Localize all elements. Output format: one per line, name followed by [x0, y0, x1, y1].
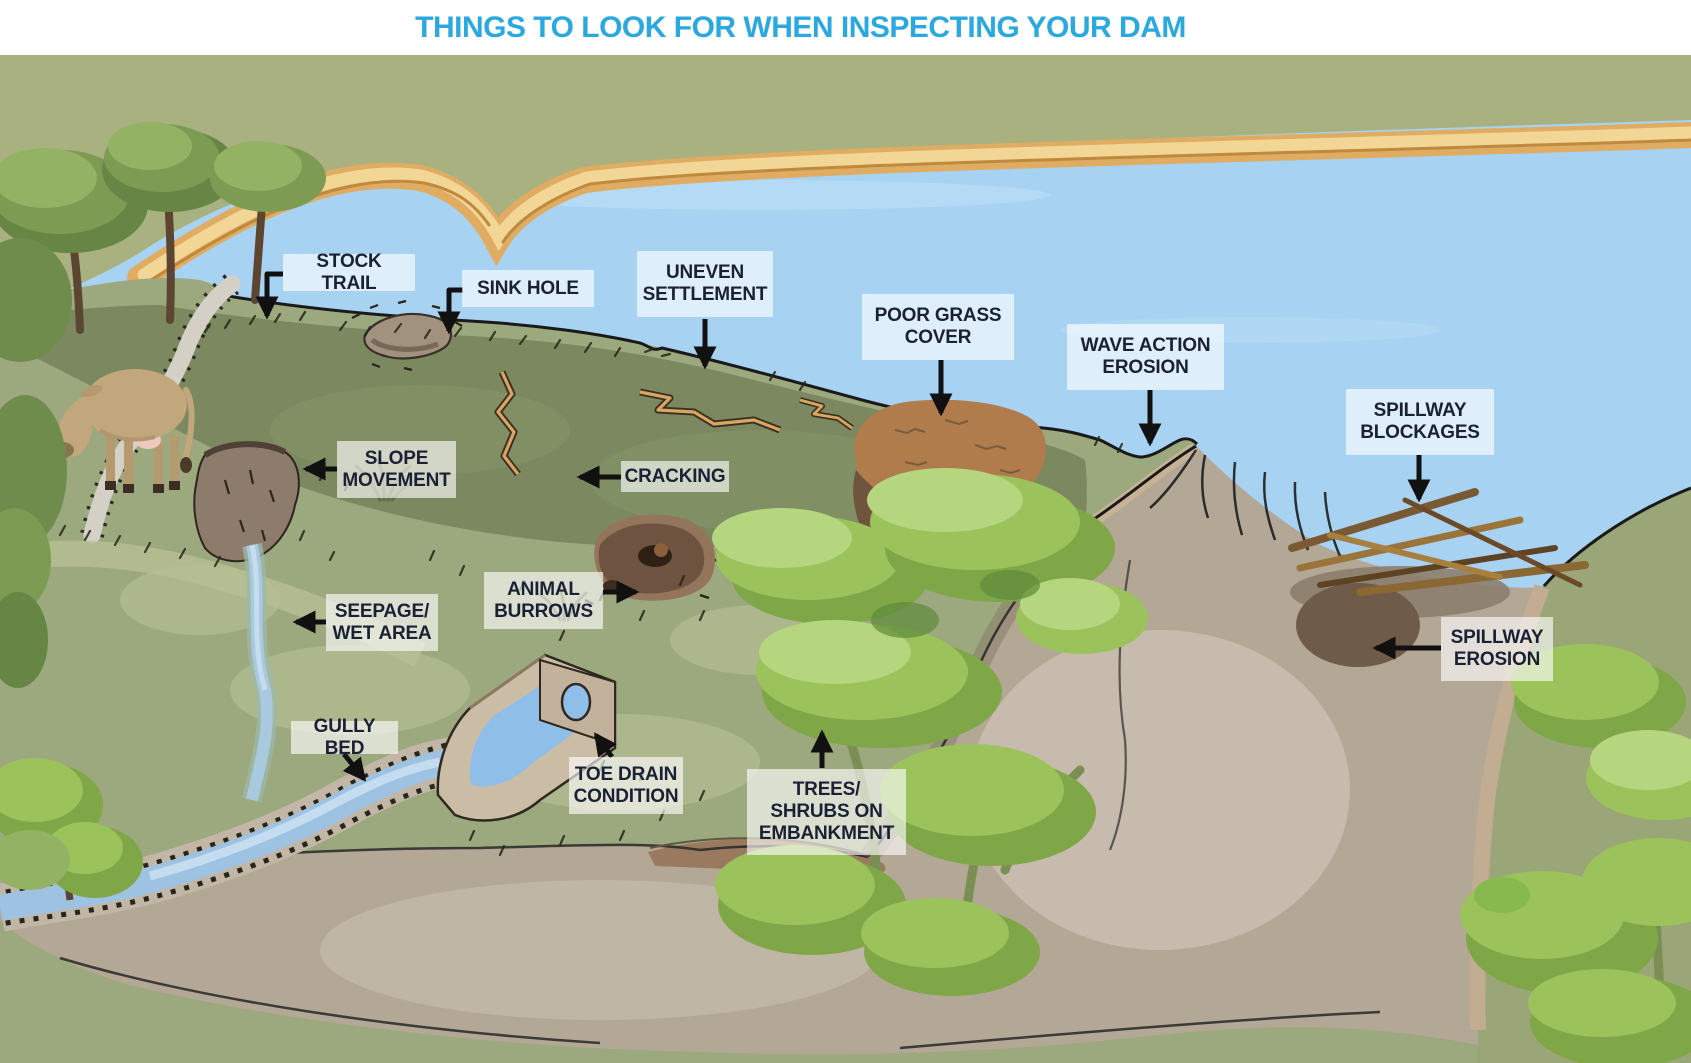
label-gully-bed: GULLY BED — [291, 716, 398, 759]
label-spillway-erosion: SPILLWAY EROSION — [1441, 617, 1553, 681]
callout-arrows — [255, 271, 1441, 782]
label-cracking: CRACKING — [621, 461, 729, 492]
animal-burrow-feature — [584, 514, 725, 606]
seepage-stream — [242, 542, 277, 803]
arrow-toe-drain — [593, 732, 617, 759]
toe-drain-structure — [436, 653, 617, 822]
arrow-stock-trail — [255, 271, 283, 320]
label-stock-trail: STOCK TRAIL — [283, 251, 415, 294]
cow — [50, 369, 195, 493]
label-poor-grass-cover: POOR GRASS COVER — [862, 294, 1014, 360]
slope-shading — [0, 305, 1087, 552]
chasm-light — [970, 630, 1350, 950]
left-trees — [0, 122, 326, 688]
label-uneven-settlement: UNEVEN SETTLEMENT — [637, 251, 773, 317]
shoreline-band — [127, 122, 1691, 291]
label-animal-burrows: ANIMAL BURROWS — [484, 572, 603, 629]
far-shore — [0, 55, 1691, 312]
header-band: THINGS TO LOOK FOR WHEN INSPECTING YOUR … — [0, 0, 1691, 55]
label-spillway-blockages: SPILLWAY BLOCKAGES — [1346, 389, 1494, 455]
cracking-feature — [494, 370, 854, 477]
cliff-edge — [1084, 444, 1197, 527]
right-trees — [1460, 644, 1691, 1063]
slope-mottle — [590, 430, 930, 530]
label-seepage-wet-area: SEEPAGE/ WET AREA — [326, 594, 438, 651]
label-slope-movement: SLOPE MOVEMENT — [337, 441, 456, 498]
sink-hole-feature — [351, 299, 463, 372]
cliff-cracks — [1149, 449, 1342, 557]
page-title: THINGS TO LOOK FOR WHEN INSPECTING YOUR … — [415, 10, 1186, 44]
embankment-trees — [712, 468, 1148, 996]
bottom-left-trees — [0, 758, 143, 901]
arrow-sink-hole — [437, 287, 463, 335]
spillway-blockage-logs — [1288, 488, 1589, 596]
arrow-gully-bed — [342, 752, 367, 782]
crest-contour — [227, 294, 1199, 459]
label-toe-drain-condition: TOE DRAIN CONDITION — [569, 757, 683, 814]
spillway-erosion-notch — [1296, 583, 1420, 667]
label-wave-action-erosion: WAVE ACTION EROSION — [1067, 324, 1224, 390]
label-sink-hole: SINK HOLE — [462, 270, 594, 307]
label-trees-shrubs: TREES/ SHRUBS ON EMBANKMENT — [747, 769, 906, 855]
